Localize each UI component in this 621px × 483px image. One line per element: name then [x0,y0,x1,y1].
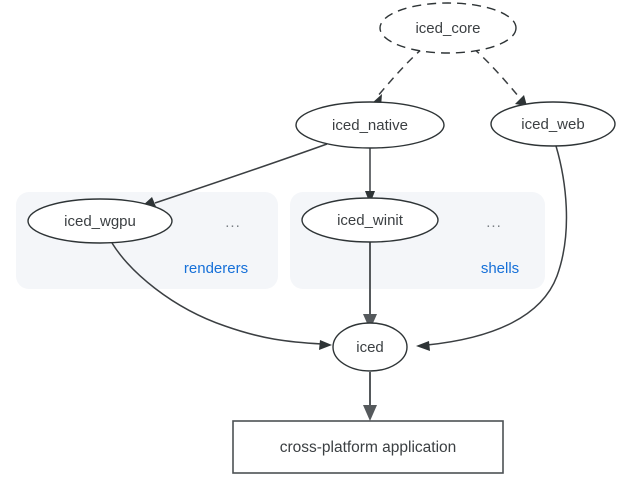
edge-iced-winit-to-iced [363,241,377,330]
node-iced-wgpu[interactable]: iced_wgpu [27,198,173,244]
node-iced[interactable]: iced [332,322,408,372]
edge-iced-core-to-iced-native [371,47,424,107]
edge-iced-to-application [363,372,377,421]
node-iced-core-label: iced_core [415,20,480,37]
node-iced-web-label: iced_web [521,116,584,133]
node-cross-platform-application[interactable]: cross-platform application [232,420,504,474]
node-iced-web-shape[interactable] [490,101,616,147]
edge-iced-wgpu-to-iced [111,242,332,350]
node-iced-winit-shape[interactable] [301,197,439,243]
cluster-renderers-ellipsis: ... [225,214,241,231]
cluster-renderers-label: renderers [184,260,248,277]
node-iced-core[interactable]: iced_core [379,2,517,54]
node-iced-wgpu-label: iced_wgpu [64,213,136,230]
node-iced-native[interactable]: iced_native [295,101,445,149]
node-iced-core-shape[interactable] [379,2,517,54]
node-iced-label: iced [356,339,384,356]
cluster-shells-ellipsis: ... [486,214,502,231]
node-iced-native-shape[interactable] [295,101,445,149]
node-iced-winit-label: iced_winit [337,212,404,229]
node-iced-web[interactable]: iced_web [490,101,616,147]
node-iced-shape[interactable] [332,322,408,372]
node-iced-winit[interactable]: iced_winit [301,197,439,243]
edge-iced-web-to-iced [416,145,568,351]
node-application-label: cross-platform application [280,439,457,456]
node-application-shape[interactable] [232,420,504,474]
edge-iced-core-to-iced-web [472,47,527,106]
node-iced-wgpu-shape[interactable] [27,198,173,244]
cluster-shells-label: shells [481,260,519,277]
node-iced-native-label: iced_native [332,117,408,134]
